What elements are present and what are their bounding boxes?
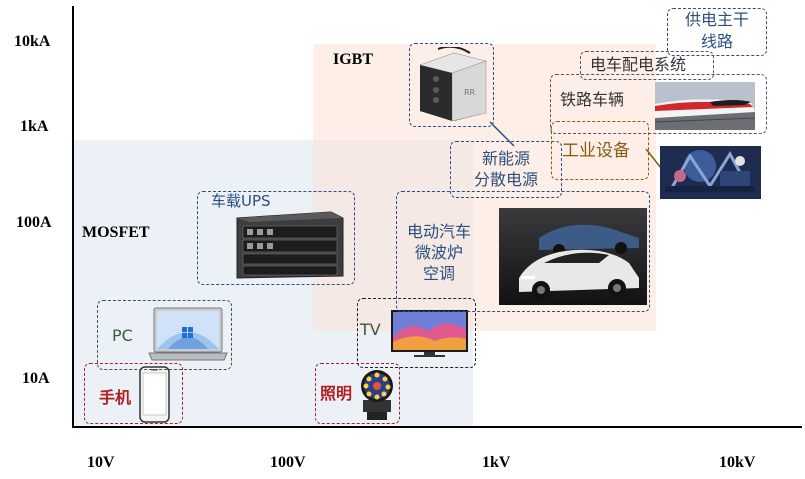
lighting-label: 照明 (320, 384, 353, 403)
railway-box (550, 74, 767, 134)
ev-appliance-line-1: 电动汽车 (406, 222, 471, 241)
grid-box (667, 8, 767, 56)
svg-text:RR: RR (464, 88, 476, 97)
y-tick-label: 10A (22, 370, 50, 387)
igbt-label: IGBT (333, 51, 374, 68)
traction-label: 电车配电系统 (590, 55, 687, 74)
x-tick-label: 10kV (719, 454, 756, 471)
pc-label: PC (112, 326, 133, 345)
industrial-box (551, 121, 649, 180)
new-energy-line-2: 分散电源 (473, 170, 538, 189)
grid-line-1: 供电主干 (684, 10, 749, 29)
igbt-module-box (409, 43, 494, 127)
phone-image (139, 366, 170, 423)
y-axis (72, 6, 74, 427)
ev-appliance-label: 电动汽车 微波炉 空调 (399, 221, 479, 284)
railway-label: 铁路车辆 (560, 90, 625, 109)
ev-appliance-line-3: 空调 (422, 264, 455, 283)
connector-line (489, 121, 515, 147)
industrial-label: 工业设备 (562, 141, 630, 161)
tv-box (357, 298, 476, 368)
x-axis (72, 426, 802, 428)
x-tick-label: 10V (87, 454, 115, 471)
stage-light-image (358, 367, 396, 422)
electric-car-image (499, 208, 647, 305)
new-energy-label: 新能源 分散电源 (450, 148, 562, 190)
new-energy-box (450, 141, 562, 198)
laptop-image (148, 307, 228, 362)
tv-label: TV (360, 320, 381, 339)
grid-line-2: 线路 (700, 32, 733, 51)
grid-label: 供电主干 线路 (667, 9, 767, 53)
phone-label: 手机 (99, 388, 132, 407)
traction-box (580, 51, 714, 80)
ev-appliance-box (396, 191, 650, 312)
tv-image (390, 309, 469, 359)
y-tick-label: 1kA (20, 118, 49, 135)
phone-box (84, 363, 183, 424)
y-tick-label: 100A (16, 214, 52, 231)
new-energy-line-1: 新能源 (481, 149, 530, 168)
igbt-module-image: RR (414, 47, 490, 123)
mosfet-label: MOSFET (82, 224, 150, 241)
ev-appliance-line-2: 微波炉 (414, 243, 463, 262)
industrial-equipment-image (660, 146, 761, 199)
vehicle-ups-box (197, 191, 355, 285)
pc-box (97, 300, 232, 370)
x-tick-label: 100V (270, 454, 306, 471)
vehicle-ups-label: 车载UPS (211, 192, 271, 210)
ups-rack-image (233, 210, 346, 280)
train-image (655, 82, 755, 130)
x-tick-label: 1kV (482, 454, 511, 471)
connector-line (645, 148, 662, 169)
y-tick-label: 10kA (14, 33, 51, 50)
